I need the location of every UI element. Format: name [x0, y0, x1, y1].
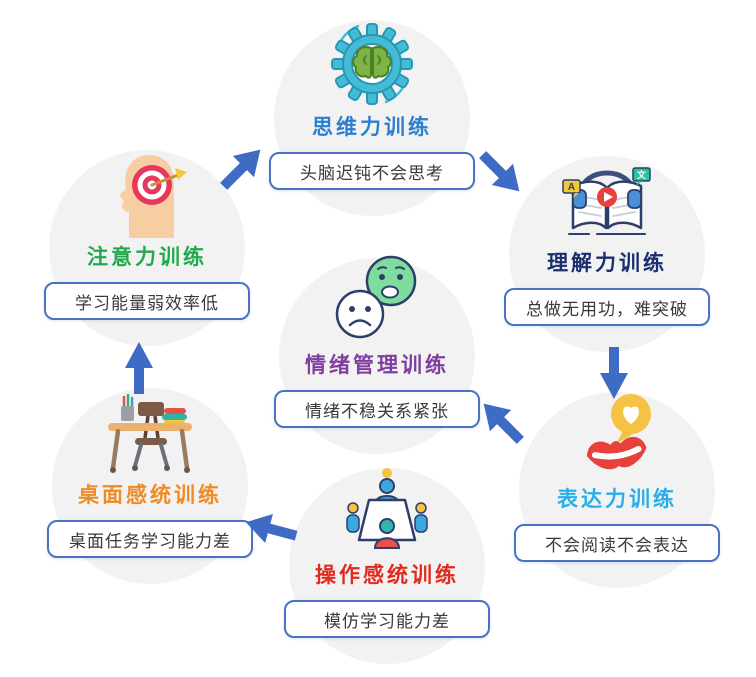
flow-arrow-attention-to-thinking [220, 149, 261, 190]
node-desktop-sensory-training: 桌面感统训练 桌面任务学习能力差 [45, 384, 255, 584]
node-emotion-management-training: 情绪管理训练 情绪不稳关系紧张 [272, 254, 482, 454]
node-subtitle-box: 桌面任务学习能力差 [47, 520, 253, 558]
node-expression-training: 表达力训练 不会阅读不会表达 [512, 388, 722, 588]
node-operation-sensory-training: 操作感统训练 模仿学习能力差 [282, 464, 492, 664]
node-subtitle: 总做无用功，难突破 [526, 299, 688, 319]
flow-arrow-desktop-to-attention [125, 342, 153, 394]
node-subtitle-box: 学习能量弱效率低 [44, 282, 250, 320]
table-people-icon [282, 464, 492, 560]
node-title: 思维力训练 [312, 116, 432, 139]
flow-arrow-comprehension-to-expression [600, 347, 628, 399]
node-title: 注意力训练 [87, 246, 207, 269]
node-subtitle-box: 情绪不稳关系紧张 [274, 390, 480, 428]
letter-a-bubble: A [568, 182, 575, 193]
node-thinking-training: 思维力训练 头脑迟钝不会思考 [267, 16, 477, 216]
flow-arrow-thinking-to-comprehension [479, 151, 520, 192]
node-subtitle: 不会阅读不会表达 [545, 535, 689, 555]
node-subtitle: 学习能量弱效率低 [75, 293, 219, 313]
node-subtitle: 桌面任务学习能力差 [69, 531, 231, 551]
node-subtitle: 模仿学习能力差 [324, 611, 450, 631]
desk-chair-icon [45, 384, 255, 480]
node-comprehension-training: A 文 理解力训练 总做无用功，难突破 [502, 152, 712, 352]
node-attention-training: 注意力训练 学习能量弱效率低 [42, 146, 252, 346]
letter-wen-bubble: 文 [636, 169, 647, 180]
node-subtitle-box: 模仿学习能力差 [284, 600, 490, 638]
node-subtitle-box: 头脑迟钝不会思考 [269, 152, 475, 190]
gear-brain-icon [267, 16, 477, 112]
node-title: 表达力训练 [557, 488, 677, 511]
head-target-icon [42, 146, 252, 242]
flow-arrow-operation-to-desktop [245, 513, 298, 543]
node-title: 情绪管理训练 [305, 354, 449, 377]
lips-heart-bubble-icon [512, 388, 722, 484]
book-headphones-icon: A 文 [502, 152, 712, 248]
flow-arrow-expression-to-emotion [483, 403, 524, 444]
node-subtitle-box: 总做无用功，难突破 [504, 288, 710, 326]
node-title: 理解力训练 [547, 252, 667, 275]
node-subtitle: 情绪不稳关系紧张 [305, 401, 449, 421]
node-title: 桌面感统训练 [78, 484, 222, 507]
node-title: 操作感统训练 [315, 564, 459, 587]
node-subtitle-box: 不会阅读不会表达 [514, 524, 720, 562]
node-subtitle: 头脑迟钝不会思考 [300, 163, 444, 183]
emoji-faces-icon [272, 254, 482, 350]
